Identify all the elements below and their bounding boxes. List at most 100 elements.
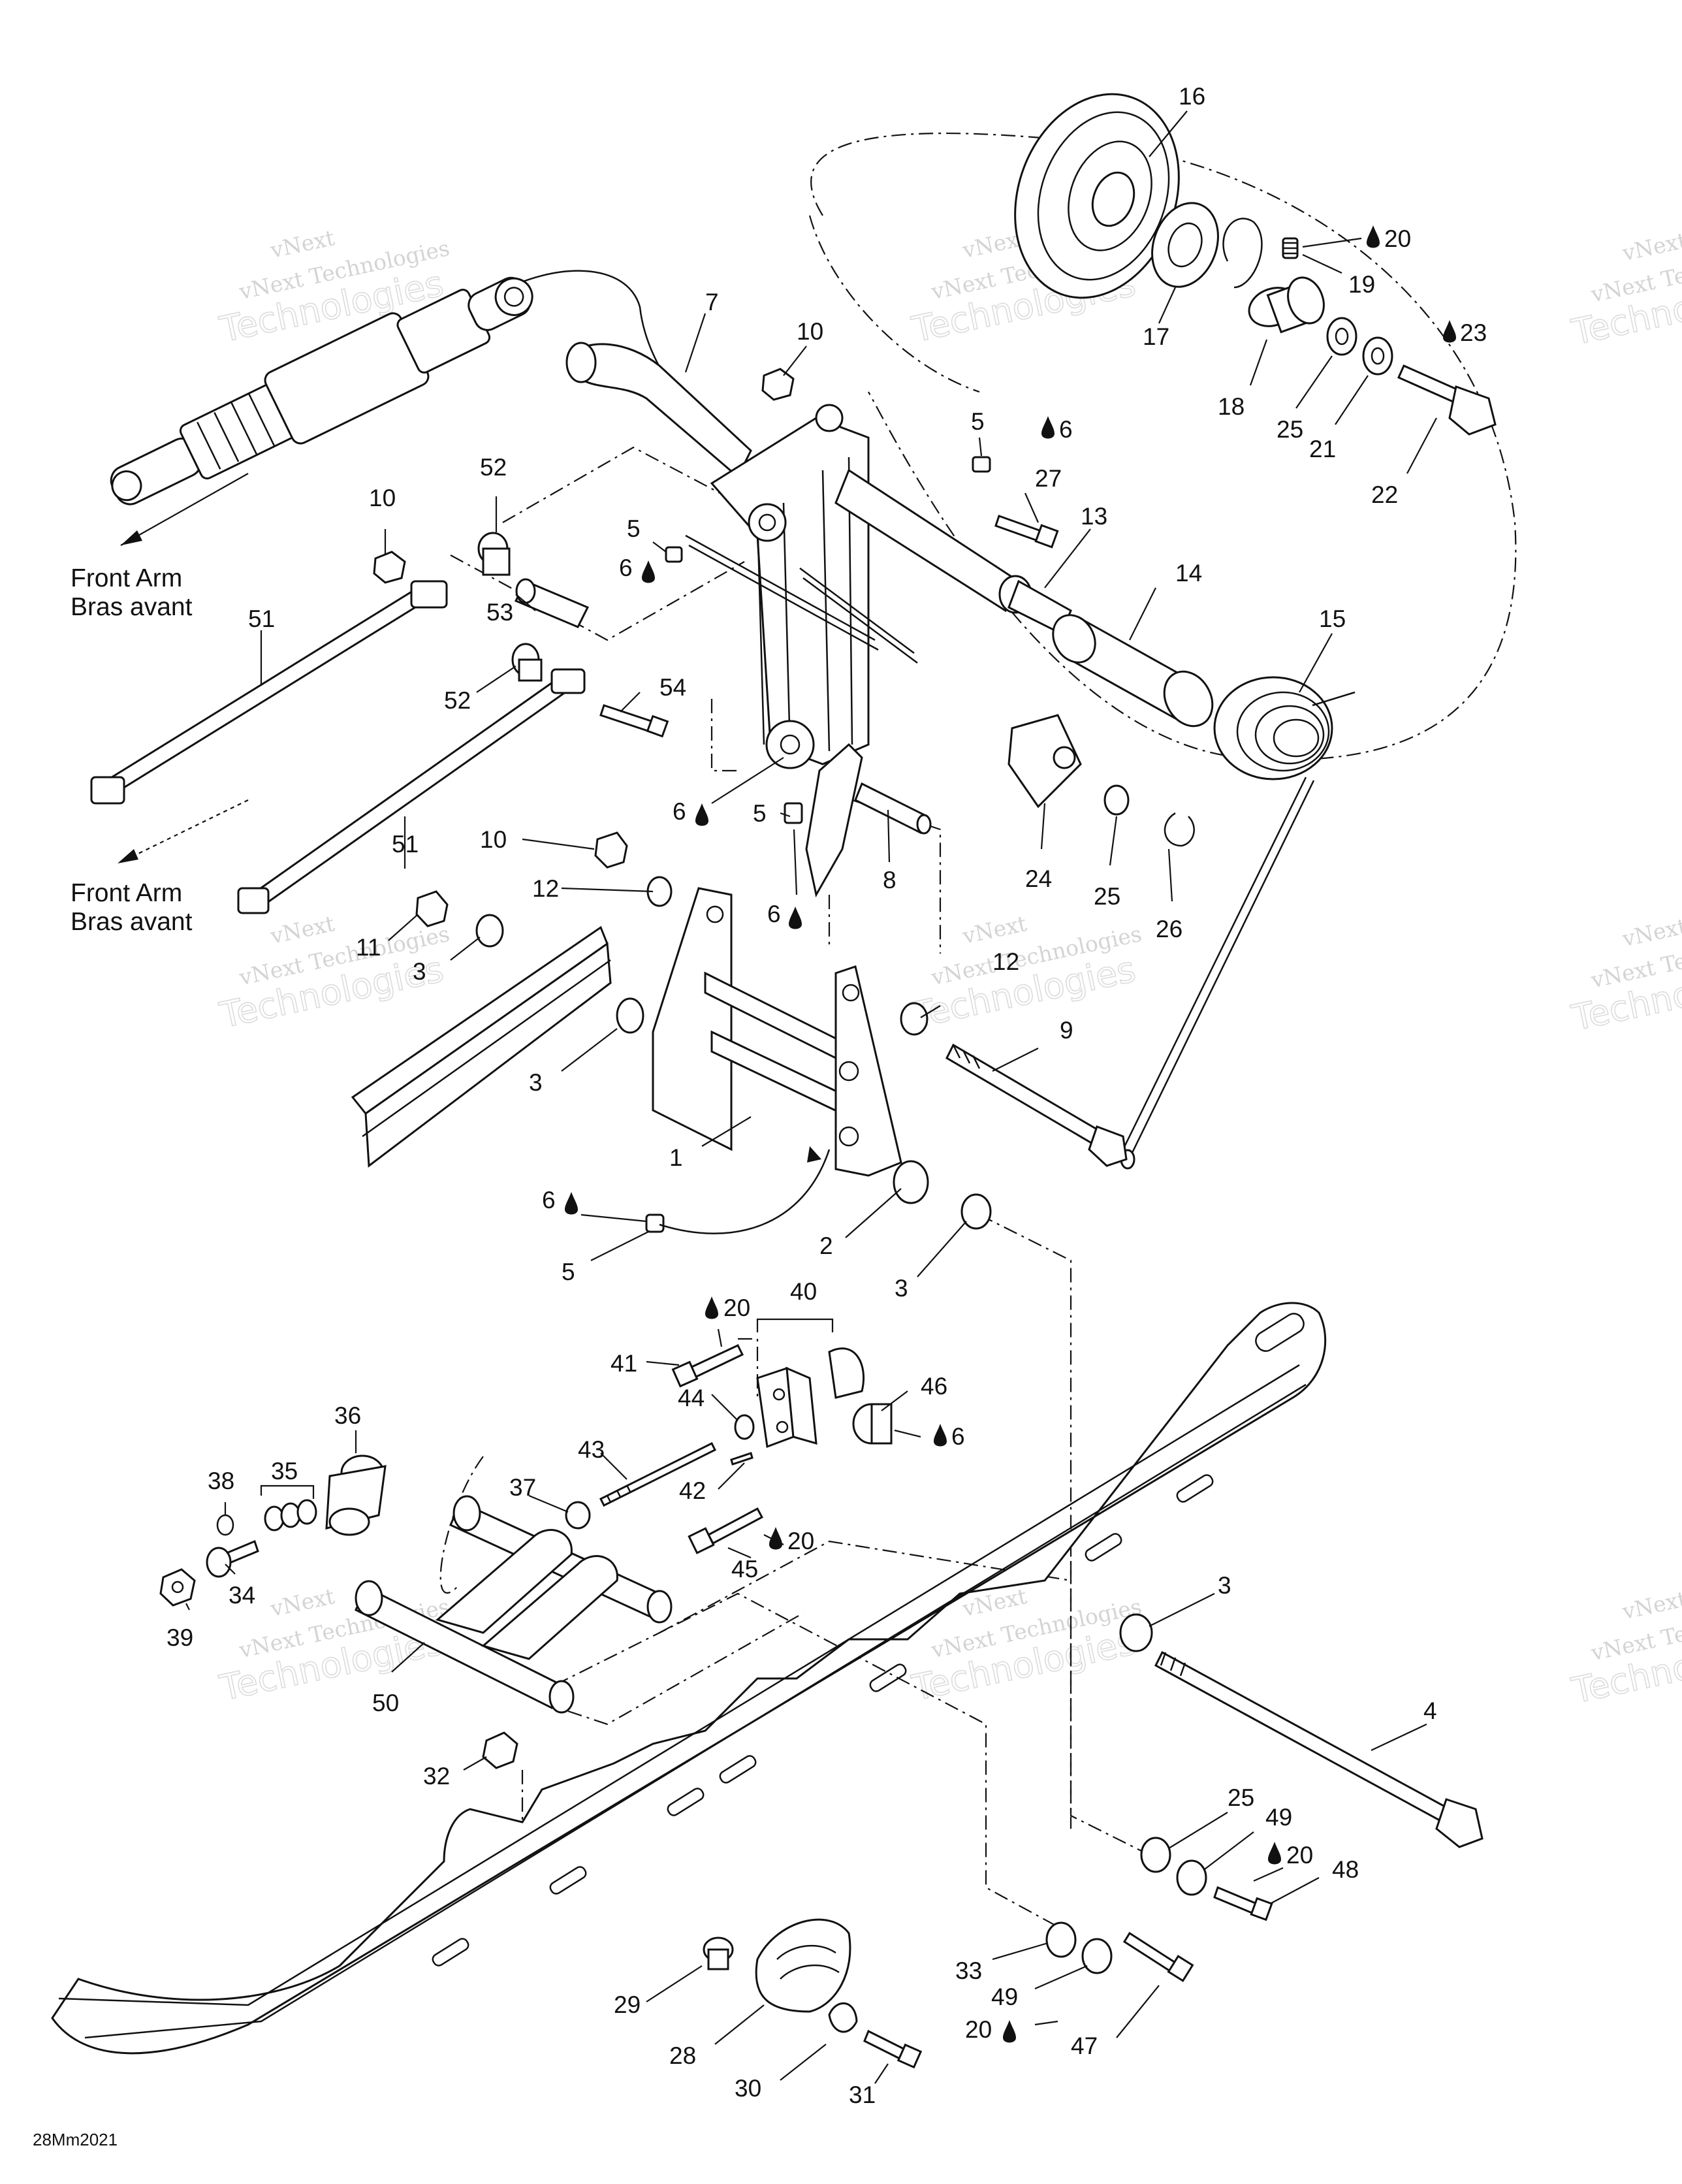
watermark-group: vNext vNext Technologies Technologies vN… bbox=[215, 225, 1682, 1712]
callout-41: 41 bbox=[611, 1350, 637, 1377]
callout-40: 40 bbox=[790, 1278, 817, 1305]
callout-17: 17 bbox=[1143, 323, 1169, 350]
callout-28: 28 bbox=[669, 2042, 696, 2069]
long-bolt-4 bbox=[1154, 1650, 1484, 1848]
callout-6d: 6 bbox=[767, 901, 781, 927]
bushing-29 bbox=[703, 1936, 734, 1970]
callout-38: 38 bbox=[208, 1468, 234, 1494]
front-arm-arrow-line bbox=[120, 473, 249, 546]
rod-51b bbox=[237, 668, 586, 914]
lubricant-drop-icon bbox=[1041, 416, 1055, 439]
callout-20e: 20 bbox=[965, 2016, 992, 2043]
lubricant-drop-icon bbox=[1268, 1842, 1281, 1865]
callout-6b: 6 bbox=[619, 554, 633, 581]
callout-3c: 3 bbox=[895, 1275, 908, 1302]
nut-10a bbox=[761, 368, 795, 401]
callout-30: 30 bbox=[735, 2075, 761, 2102]
callout-47: 47 bbox=[1071, 2032, 1098, 2059]
washers-35 bbox=[264, 1499, 317, 1532]
front-bracket-1 bbox=[652, 887, 929, 1204]
set-screw-19 bbox=[1282, 237, 1299, 259]
spacer-36 bbox=[325, 1454, 387, 1536]
rear-arm-box-line-3 bbox=[567, 1613, 804, 1726]
callout-20b: 20 bbox=[723, 1294, 750, 1321]
callout-labels: 16 20 19 23 17 18 25 21 22 7 10 5 6 27 1… bbox=[167, 83, 1487, 2108]
leader-lines bbox=[185, 110, 1437, 2084]
lubricant-drop-icon bbox=[934, 1424, 947, 1447]
callout-5b: 5 bbox=[627, 515, 641, 542]
grease-fitting-5c bbox=[784, 802, 803, 824]
grease-fitting-5a bbox=[972, 456, 991, 473]
callout-2: 2 bbox=[819, 1232, 833, 1259]
callout-6f: 6 bbox=[951, 1423, 965, 1450]
e-clip-26 bbox=[1164, 812, 1195, 847]
pin-42 bbox=[730, 1452, 754, 1466]
upper-arm-box-line-2 bbox=[450, 554, 745, 641]
nut-11 bbox=[415, 890, 449, 927]
callout-32: 32 bbox=[423, 1763, 450, 1790]
rod-51a bbox=[90, 580, 448, 805]
callout-10a: 10 bbox=[797, 318, 823, 345]
front-arm-arrow-line-2 bbox=[120, 799, 249, 863]
callout-20c: 20 bbox=[787, 1528, 814, 1554]
callout-53: 53 bbox=[486, 599, 513, 626]
callout-12b: 12 bbox=[992, 948, 1019, 975]
lubricant-drop-icon bbox=[1003, 2020, 1016, 2043]
callout-8: 8 bbox=[883, 867, 897, 893]
spacer-18 bbox=[1248, 276, 1325, 334]
idler-wheel-loop-line bbox=[810, 132, 1517, 761]
callout-7: 7 bbox=[705, 289, 719, 315]
callout-20d: 20 bbox=[1286, 1842, 1313, 1869]
nut-10c bbox=[594, 831, 628, 869]
bolt-41 bbox=[671, 1344, 744, 1388]
upper-arm-box-line bbox=[502, 446, 752, 523]
o-ring-38 bbox=[216, 1514, 234, 1536]
shock-mount-line bbox=[439, 1456, 484, 1594]
washer-33 bbox=[1045, 1921, 1077, 1958]
callout-15: 15 bbox=[1319, 605, 1346, 632]
callout-42: 42 bbox=[679, 1477, 706, 1504]
washer-25 bbox=[1326, 317, 1357, 356]
long-bolt-9 bbox=[945, 1043, 1128, 1167]
callout-14: 14 bbox=[1175, 560, 1202, 586]
spring-holder-24 bbox=[1008, 714, 1082, 809]
front-bracket-to-rail-line bbox=[979, 1214, 1072, 1829]
callout-5a: 5 bbox=[971, 408, 985, 435]
callout-51a: 51 bbox=[248, 605, 275, 632]
callout-46: 46 bbox=[921, 1373, 947, 1400]
idler-loop-inner-line bbox=[808, 215, 980, 393]
washer-30 bbox=[828, 2002, 858, 2033]
callout-50: 50 bbox=[372, 1690, 399, 1716]
watermark-text: vNext bbox=[1619, 913, 1682, 952]
callout-54: 54 bbox=[659, 674, 686, 701]
torsion-spring-15 bbox=[1120, 676, 1356, 1170]
callout-29: 29 bbox=[614, 1991, 641, 2018]
washer-25b bbox=[1103, 784, 1130, 816]
callout-44: 44 bbox=[678, 1385, 705, 1411]
callout-3a: 3 bbox=[413, 958, 426, 985]
washer-25c bbox=[1140, 1837, 1171, 1873]
slider-28 bbox=[755, 1918, 851, 2013]
bearing bbox=[1151, 202, 1219, 288]
bolt-22 bbox=[1397, 364, 1497, 436]
callout-33: 33 bbox=[955, 1957, 982, 1984]
callout-1: 1 bbox=[669, 1144, 683, 1171]
bolt-47 bbox=[1122, 1931, 1194, 1982]
callout-12a: 12 bbox=[532, 875, 559, 902]
lubricant-drop-icon bbox=[769, 1527, 782, 1550]
runner-rail bbox=[51, 1302, 1327, 2055]
callout-31: 31 bbox=[849, 2081, 876, 2108]
arrow-head-icon bbox=[118, 849, 138, 863]
grease-fitting-5b bbox=[665, 546, 683, 563]
rear-arm-box-line bbox=[659, 1540, 1071, 1633]
washer-12b bbox=[900, 1002, 928, 1036]
upper-arm-tube-7 bbox=[565, 342, 752, 479]
callout-16: 16 bbox=[1179, 83, 1205, 110]
washer-44 bbox=[734, 1414, 755, 1440]
grease-fitting-5d bbox=[645, 1149, 831, 1234]
circlip bbox=[1222, 217, 1263, 289]
callout-11: 11 bbox=[356, 934, 381, 961]
callout-24: 24 bbox=[1025, 865, 1052, 892]
rail-center-line bbox=[1070, 1561, 1150, 1855]
